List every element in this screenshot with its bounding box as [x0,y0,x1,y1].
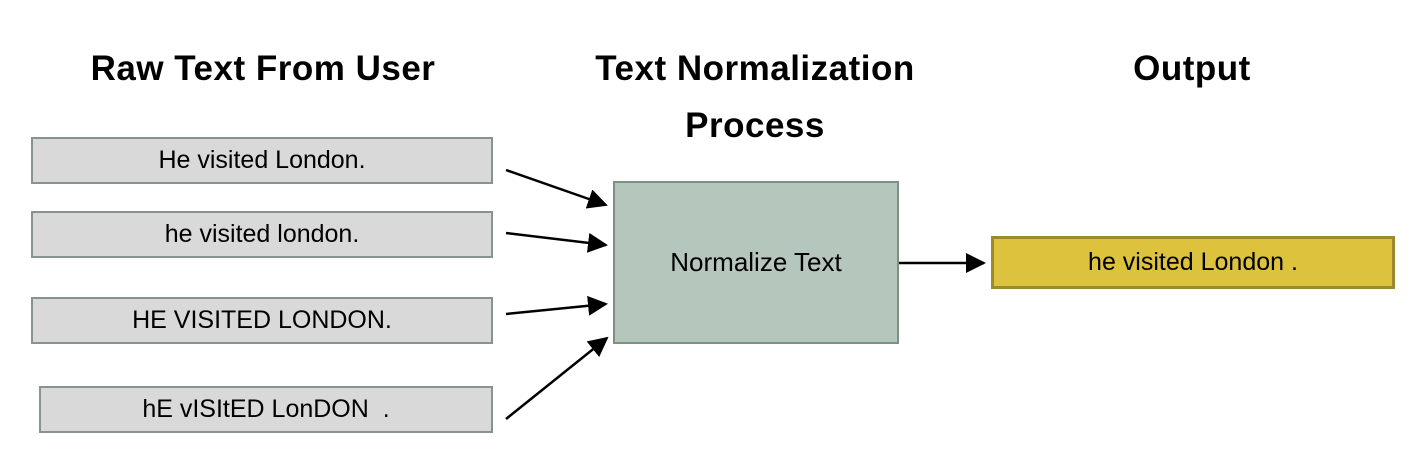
arrow-input-2-to-process [505,231,608,253]
raw-text-column-title: Raw Text From User [90,49,436,88]
input-box-2-label: he visited london. [164,220,360,248]
process-column-title: Text Normalization Process [555,40,955,154]
output-box: he visited London . [991,236,1395,289]
output-column-title: Output [1133,49,1251,88]
input-box-3-label: HE VISITED LONDON. [132,306,392,334]
input-box-2: he visited london. [31,211,493,258]
normalize-text-process-box-label: Normalize Text [670,247,842,277]
input-box-4: hE vISItED LonDON . [39,386,493,433]
input-box-1-label: He visited London. [158,146,366,174]
normalize-text-process-box: Normalize Text [613,181,899,344]
input-box-3: HE VISITED LONDON. [31,297,493,344]
arrow-input-4-to-process [505,336,609,420]
process-column-title-line-2: Process [685,106,825,145]
arrow-input-3-to-process [505,295,608,316]
output-box-label: he visited London . [1088,248,1298,276]
input-box-1: He visited London. [31,137,493,184]
process-column-title-line-1: Text Normalization [595,49,915,88]
input-box-4-label: hE vISItED LonDON . [142,395,390,423]
arrow-input-1-to-process [505,168,608,209]
